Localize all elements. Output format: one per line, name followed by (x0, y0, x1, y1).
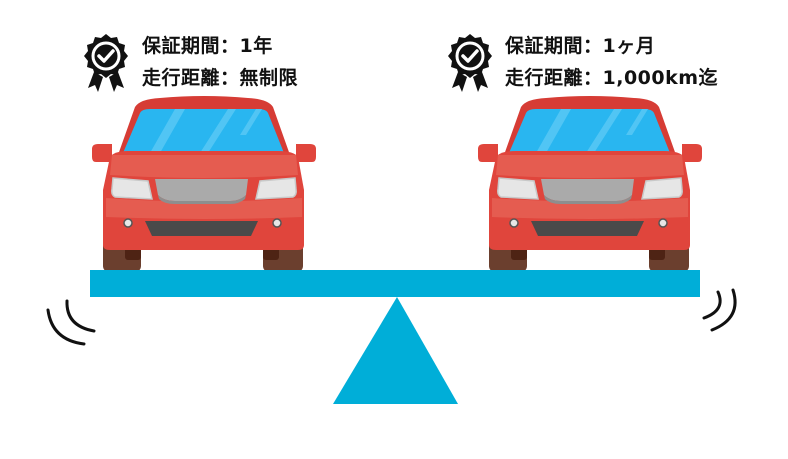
seesaw-fulcrum (333, 297, 458, 404)
left-warranty-period: 保証期間：1年 (142, 35, 273, 57)
left-mileage: 走行距離：無制限 (142, 67, 299, 89)
right-wobble-lines-icon (702, 288, 737, 332)
left-wobble-lines-icon (46, 299, 96, 346)
right-warranty-badge-icon (446, 32, 494, 94)
right-car (477, 95, 703, 273)
right-warranty-period: 保証期間：1ヶ月 (505, 35, 656, 57)
seesaw-beam (90, 270, 700, 297)
left-car (91, 95, 317, 273)
left-warranty-badge-icon (82, 32, 130, 94)
right-mileage: 走行距離：1,000km迄 (505, 67, 719, 89)
